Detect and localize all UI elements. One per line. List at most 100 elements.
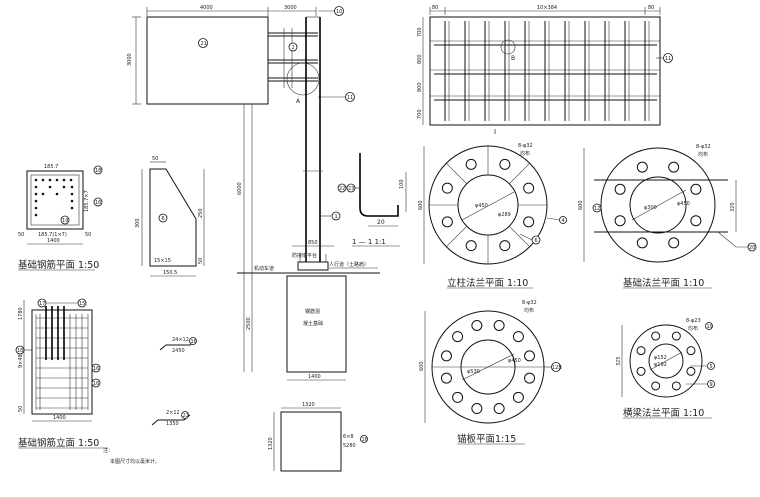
bar1-no: 16	[191, 339, 197, 345]
foundation-label-2: 凝土基础	[303, 320, 323, 327]
elev-mark-1: 17	[39, 301, 45, 307]
beam-flange-hole	[636, 346, 646, 356]
beam-flange-hole	[671, 331, 681, 341]
rebar-dot	[34, 192, 38, 196]
sign-panel-elevation: 4000 3000 3000 21 A 2 11 10	[127, 5, 355, 105]
anchor-plate-hole	[452, 391, 464, 403]
bar1-qty: 24×12	[172, 337, 189, 343]
end-right-dim: 80	[648, 5, 654, 11]
rebar-dot	[41, 178, 45, 182]
bar1-length: 2450	[172, 348, 185, 354]
hook-detail: 100 20 22 23 1 — 1 1:1	[337, 153, 407, 247]
beam-flange-mid-callout	[707, 362, 715, 370]
post-flange-dim-b: φ289	[498, 212, 511, 218]
elev-mark-4: 16	[93, 366, 99, 372]
post-flange-title: 立柱法兰平面 1:10	[447, 277, 528, 289]
rebar-mark-3: 19	[62, 218, 68, 224]
post-flange-hole	[523, 216, 535, 228]
beam-flange-hole	[651, 331, 661, 341]
grid-flange-callout	[663, 53, 673, 63]
base-flange-hole	[614, 183, 626, 195]
beam-flange-dim-a: φ152	[654, 355, 667, 361]
rebar-dot	[55, 192, 59, 196]
post-top-no: 10	[336, 9, 342, 15]
notes: 注： 本图尺寸均以毫米计。	[103, 447, 160, 465]
anchor-plate-hole	[452, 331, 464, 343]
rebar-side-dim: 185.7×7	[84, 190, 90, 212]
base-plate-length: 5280	[343, 443, 356, 449]
base-plate-plan: 1320 1320 6×8 5280 16	[268, 402, 368, 472]
rebar-top-dim: 185.7	[44, 164, 58, 170]
section-mark: I	[494, 128, 496, 136]
detail-b-circle	[500, 39, 516, 55]
gusset-small-dim: 50	[198, 258, 204, 264]
bar2-qty: 2×12	[166, 410, 180, 416]
post-flange-hole	[523, 182, 535, 194]
anchor-plate-hole	[440, 372, 452, 384]
rebar-bottom-dim: 185.7(1×7)	[38, 232, 67, 238]
rebar-mark-2: 16	[95, 200, 101, 206]
post-flange-rib-no: 6	[535, 238, 538, 244]
beam-flange-title: 横梁法兰平面 1:10	[623, 407, 704, 419]
post-flange-hole	[441, 216, 453, 228]
rebar-dot	[34, 206, 38, 210]
rebar-edge-right: 50	[85, 232, 91, 238]
post-flange-hole	[499, 158, 511, 170]
gusset-chamfer: 15×15	[154, 258, 171, 264]
foundation-width-dim: 1400	[308, 374, 321, 380]
beam-flange-hole	[651, 381, 661, 391]
notes-heading: 注：	[103, 447, 113, 454]
anchor-plate-hole	[512, 391, 524, 403]
span-dim: 10×384	[537, 5, 557, 11]
anchor-plate-callout	[551, 362, 561, 372]
post-elevation: 6000 2500 1 850 防撞墩平台 机动车道 人行道（土路肩） 钢筋混 …	[237, 16, 380, 381]
gusset-no: 6	[162, 216, 165, 222]
notes-line-1: 本图尺寸均以毫米计。	[110, 458, 160, 465]
gusset-callout	[158, 213, 168, 223]
anchor-plate-dim-a: φ450	[508, 358, 521, 364]
gusset-bottom-dim: 150.5	[163, 270, 177, 276]
sidewalk-label: 人行道（土路肩）	[329, 261, 369, 268]
base-flange-dim-a: φ450	[677, 201, 690, 207]
beam-flange-height: 325	[616, 356, 622, 366]
road-label: 机动车道	[254, 265, 274, 272]
flange-no: 11	[347, 95, 353, 101]
anchor-plate-hole	[440, 350, 452, 362]
beam-flange-top-callout	[705, 322, 713, 330]
bar2-no: 22	[183, 413, 189, 419]
panel-no: 21	[201, 41, 207, 47]
anchor-plate-bolts: 8-φ32	[522, 300, 537, 306]
arm-length-dim: 3000	[284, 5, 297, 11]
anchor-plate-no: 12B	[552, 365, 562, 371]
post-base-plate	[297, 261, 329, 271]
end-left-dim: 80	[432, 5, 438, 11]
post-flange-hole	[499, 240, 511, 252]
base-flange-outer	[600, 147, 716, 263]
hook-height-dim: 100	[399, 179, 405, 189]
base-plate-height: 1320	[268, 437, 274, 450]
flange-callout	[345, 92, 355, 102]
elev-mark-5: 16	[93, 381, 99, 387]
rebar-callout-1	[93, 165, 103, 175]
rebar-edge-left: 50	[18, 232, 24, 238]
base-flange-holes-label: 均布	[698, 151, 708, 158]
rebar-mark-1: 18	[95, 168, 101, 174]
anchor-plate-hole	[524, 372, 536, 384]
base-plate-callout	[360, 435, 368, 443]
elev-mark-3: 18	[17, 348, 23, 354]
post-flange-holes-label: 均布	[520, 150, 530, 157]
panel-top-view: 80 10×384 80 700 800 800 700 B I 11	[417, 5, 673, 136]
base-flange-hole	[690, 215, 702, 227]
rebar-callout-3	[60, 215, 70, 225]
base-plate-square	[280, 411, 342, 472]
base-flange-right-callout	[747, 242, 757, 252]
rebar-dot	[69, 178, 73, 182]
elev-callout-5	[91, 378, 101, 388]
rebar-elev-bottom-dim: 50	[18, 406, 24, 412]
arm-callout	[288, 42, 298, 52]
rebar-elev-title: 基础钢筋立面 1:50	[18, 437, 99, 449]
rebar-dot	[34, 178, 38, 182]
post-flange-inner	[457, 174, 519, 236]
base-plate-qty: 6×8	[343, 434, 354, 440]
bar2-length: 1350	[166, 421, 179, 427]
